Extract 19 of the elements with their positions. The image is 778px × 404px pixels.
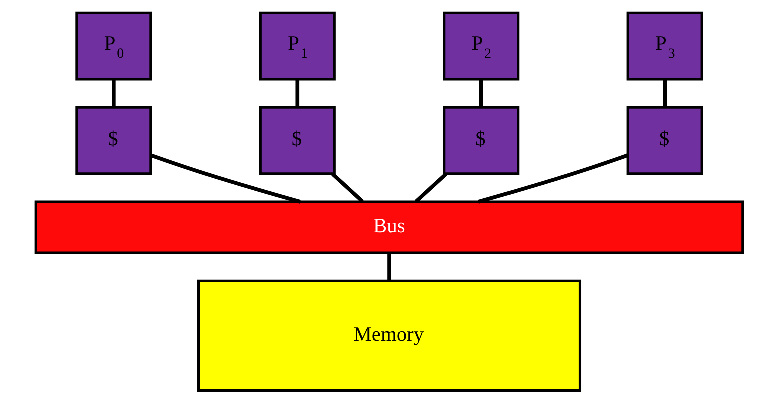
node-box: P$_{0}$ [75, 12, 152, 81]
node-box: $ [626, 106, 703, 176]
connector [295, 80, 300, 108]
connector [414, 172, 447, 204]
connector [331, 172, 364, 204]
node-box: $ [258, 106, 336, 176]
connector [478, 80, 483, 108]
connector [387, 253, 391, 281]
connector [112, 80, 116, 108]
connector [150, 154, 300, 204]
node-box: $ [442, 106, 520, 176]
node-box: P$_{1}$ [258, 12, 336, 81]
connector [662, 80, 666, 108]
node-box: P$_{3}$ [626, 12, 703, 81]
node-box: Bus [34, 200, 744, 254]
node-box: P$_{2}$ [442, 12, 520, 81]
node-box: $ [75, 106, 152, 176]
node-box: Memory [197, 280, 581, 392]
connector [478, 154, 628, 204]
